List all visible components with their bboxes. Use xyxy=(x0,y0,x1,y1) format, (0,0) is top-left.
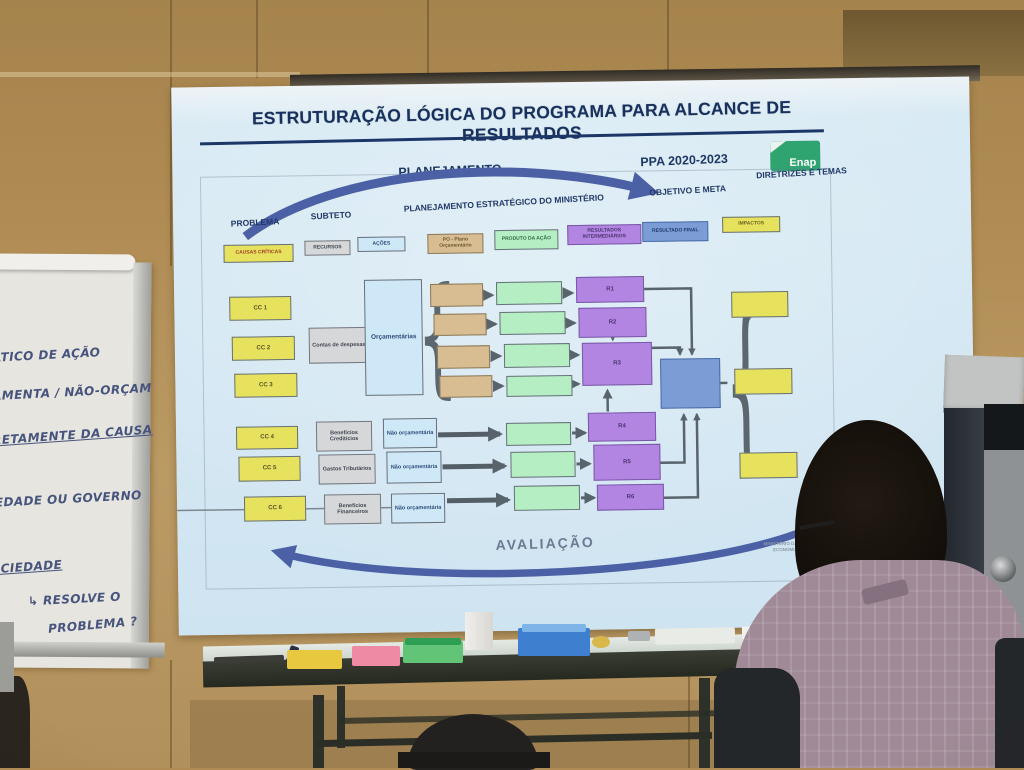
cc2-box: CC 2 xyxy=(231,335,296,361)
po-box-3 xyxy=(436,345,491,369)
office-chair-edge xyxy=(995,638,1024,768)
whiteboard xyxy=(0,253,165,669)
produto-box-7 xyxy=(513,484,581,511)
office-chair-back xyxy=(714,668,800,768)
blue-folder xyxy=(518,628,590,656)
produto-box-3 xyxy=(503,343,571,368)
flipchart-roll xyxy=(0,253,136,271)
produto-box-4 xyxy=(506,375,573,397)
impacto-box-1 xyxy=(731,291,789,318)
board-eraser xyxy=(628,631,650,641)
green-paper-stack xyxy=(403,641,463,663)
wall-seam xyxy=(256,0,258,78)
r1-box: R1 xyxy=(575,276,645,303)
ministry-line2: ECONOMIA xyxy=(772,546,798,553)
beneficios-financeiros-box: Benefícios Financeiros xyxy=(323,493,382,525)
produto-box-2 xyxy=(499,311,566,336)
device-knob xyxy=(990,556,1016,582)
produto-box-1 xyxy=(495,281,563,306)
whiteboard-marker-tray xyxy=(0,641,165,658)
cc4-box: CC 4 xyxy=(235,425,299,450)
legend-causas-criticas: CAUSAS CRÍTICAS xyxy=(223,243,294,263)
wall-seam xyxy=(688,628,690,768)
ministry-logo-text: MINISTÉRIO DA ECONOMIA xyxy=(738,541,798,554)
wall-seam xyxy=(170,0,172,266)
wall-seam xyxy=(667,0,669,78)
legend-po-plano-orcamentario: PO - Plano Orçamentário xyxy=(427,233,484,255)
gold-item xyxy=(592,636,610,648)
nao-orcamentaria-box-2: Não orçamentária xyxy=(386,450,442,484)
r5-box: R5 xyxy=(593,443,661,481)
r2-box: R2 xyxy=(578,306,647,338)
orcamentarias-box: Orçamentárias xyxy=(363,279,424,396)
projector-screen: ESTRUTURAÇÃO LÓGICA DO PROGRAMA PARA ALC… xyxy=(171,76,977,636)
wall-panel-edge xyxy=(0,72,300,77)
green-folder-top xyxy=(405,638,461,645)
cc3-box: CC 3 xyxy=(234,372,298,398)
wall-seam xyxy=(427,0,429,78)
wall-seam xyxy=(170,660,172,768)
white-papers xyxy=(654,627,736,645)
printer-top-panel xyxy=(984,404,1024,450)
beneficios-crediticios-box: Benefícios Creditícios xyxy=(315,420,373,452)
legend-resultado-final: RESULTADO FINAL xyxy=(642,221,709,243)
legend-produto-da-acao: PRODUTO DA AÇÃO xyxy=(494,229,559,251)
whiteboard-frame-rail xyxy=(130,262,152,669)
cc6-box: CC 6 xyxy=(243,495,307,522)
po-box-2 xyxy=(433,313,487,336)
pink-paper-stack xyxy=(352,646,400,666)
impacto-box-3 xyxy=(739,451,798,479)
nao-orcamentaria-box-3: Não orçamentária xyxy=(390,492,446,524)
cc1-box: CC 1 xyxy=(229,295,292,321)
white-cup xyxy=(465,612,493,650)
gastos-tributarios-box: Gastos Tributários xyxy=(318,453,376,485)
produto-box-5 xyxy=(505,422,572,446)
wall-recess xyxy=(843,10,1024,76)
impacto-box-2 xyxy=(734,367,793,395)
legend-resultados-intermediarios: RESULTADOS INTERMEDIÁRIOS xyxy=(567,224,642,246)
chair-body xyxy=(398,752,550,768)
resultado-final-box xyxy=(660,357,721,409)
r4-box: R4 xyxy=(587,411,657,442)
r6-box: R6 xyxy=(596,483,665,511)
table-leg xyxy=(699,678,710,768)
table-leg xyxy=(337,686,345,748)
legend-recursos: RECURSOS xyxy=(304,240,351,256)
table-leg xyxy=(313,695,324,768)
avaliacao-label: AVALIAÇÃO xyxy=(495,533,595,553)
yellow-paper-stack xyxy=(287,650,342,669)
produto-box-6 xyxy=(510,450,576,478)
left-edge-object xyxy=(0,622,14,692)
blue-folder-top xyxy=(522,624,586,632)
r3-box: R3 xyxy=(581,341,653,386)
legend-impactos: IMPACTOS xyxy=(722,216,781,233)
contas-de-despesas-box: Contas de despesas xyxy=(308,326,370,364)
nao-orcamentaria-box-1: Não orçamentária xyxy=(382,417,438,449)
cc5-box: CC 5 xyxy=(238,455,301,482)
legend-acoes: AÇÕES xyxy=(357,236,406,253)
po-box-4 xyxy=(439,375,493,398)
po-box-1 xyxy=(429,283,484,308)
